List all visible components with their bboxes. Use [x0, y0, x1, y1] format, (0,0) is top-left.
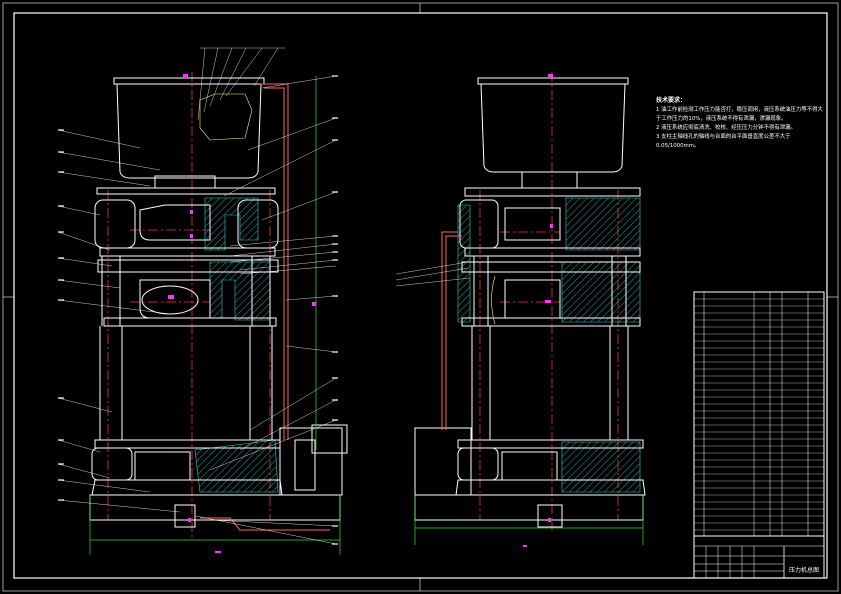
right-slide: [461, 261, 641, 327]
left-columns: [99, 256, 273, 440]
left-tank: [113, 77, 265, 189]
left-upper-beam: [94, 187, 279, 257]
right-hatch: [457, 197, 641, 493]
left-part-number-ticks: [58, 75, 338, 545]
right-view: [395, 72, 646, 547]
technical-requirements: 技术要求： 1 油工作前检测工作压力能否打，稳压调用，液压系统油压力等不得大于工…: [656, 96, 824, 151]
drawing-title: 压力机总图: [789, 566, 819, 574]
parts-list-table: [693, 291, 825, 537]
left-markers: [168, 74, 316, 553]
title-block: [693, 535, 825, 579]
right-columns: [471, 256, 629, 440]
right-leaders: [395, 261, 471, 287]
right-dimension-lines: [414, 495, 644, 545]
requirement-item-2: 2 液压系统应彻底清洗、校核、经压压力分钟不得有泄漏。: [656, 125, 796, 131]
requirement-item-3: 3 支柱主轴线孔的轴线与台面的台平面垂直度公差不大于0.05/1000mm。: [656, 134, 791, 149]
requirement-item-1: 1 油工作前检测工作压力能否打，稳压调用，液压系统油压力等不得大于工作压力的10…: [656, 107, 823, 122]
right-markers: [523, 74, 553, 547]
left-dimension-lines: [89, 76, 341, 555]
left-view: [57, 47, 348, 555]
right-pipe: [441, 231, 462, 430]
right-tank: [477, 77, 629, 189]
technical-requirements-title: 技术要求：: [656, 97, 687, 104]
left-leaders: [57, 47, 337, 545]
right-upper-beam: [459, 187, 641, 257]
